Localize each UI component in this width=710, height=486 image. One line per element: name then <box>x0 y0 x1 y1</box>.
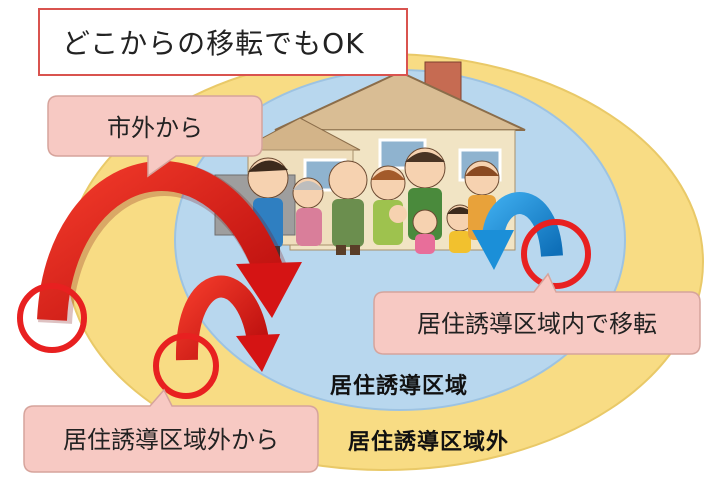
outer-zone-label: 居住誘導区域外 <box>348 430 510 455</box>
person-grandmother <box>292 177 324 246</box>
red-arrow-from-outside-area <box>175 275 280 372</box>
inner-zone-label: 居住誘導区域 <box>330 374 469 399</box>
title-box: どこからの移転でもOK <box>38 8 408 76</box>
person-mother-with-baby <box>370 165 407 245</box>
person-girl <box>412 209 438 254</box>
person-grandfather <box>328 160 368 255</box>
callout-from-outside-area-label: 居住誘導区域外から <box>63 426 279 454</box>
callout-from-outside-city: 市外から <box>47 95 263 178</box>
highlight-ring-outside-area <box>153 333 219 399</box>
red-arrow-from-outside-city <box>37 161 302 325</box>
blue-arrow-within-area <box>472 192 563 270</box>
callout-within-area: 居住誘導区域内で移転 <box>373 272 701 355</box>
person-boy <box>446 204 474 253</box>
callout-from-outside-area: 居住誘導区域外から <box>23 388 319 473</box>
callout-within-area-label: 居住誘導区域内で移転 <box>417 310 657 338</box>
callout-from-outside-city-label: 市外から <box>107 114 203 142</box>
page-title: どこからの移転でもOK <box>62 27 365 60</box>
highlight-ring-outside-city <box>17 283 87 353</box>
highlight-ring-within-area <box>521 219 591 289</box>
